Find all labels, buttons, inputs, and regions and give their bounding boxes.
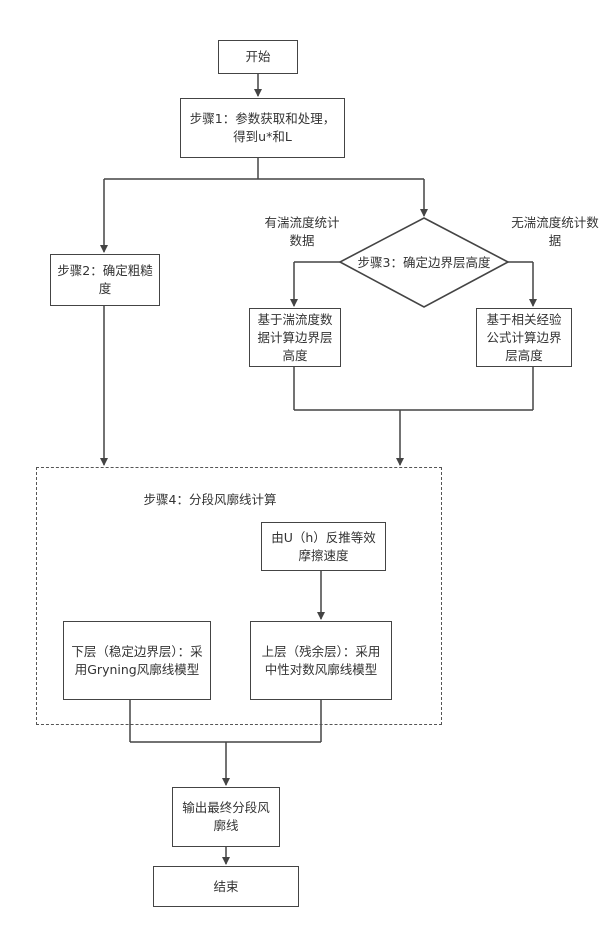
step1-node: 步骤1：参数获取和处理，得到u*和L bbox=[180, 98, 345, 158]
edge-label-yes: 有湍流度统计数据 bbox=[262, 214, 342, 250]
upper-layer-node: 上层（残余层）：采用中性对数风廓线模型 bbox=[250, 621, 392, 700]
step4-title: 步骤4：分段风廓线计算 bbox=[110, 491, 310, 509]
start-node: 开始 bbox=[218, 40, 298, 74]
edge-label-no: 无湍流度统计数据 bbox=[510, 214, 600, 250]
inversion-node: 由U（h）反推等效摩擦速度 bbox=[261, 522, 386, 571]
output-node: 输出最终分段风廓线 bbox=[172, 787, 280, 847]
step3-label: 步骤3：确定边界层高度 bbox=[342, 254, 506, 272]
end-node: 结束 bbox=[153, 866, 299, 907]
step2-node: 步骤2：确定粗糙度 bbox=[50, 254, 160, 306]
branch-left-node: 基于湍流度数据计算边界层高度 bbox=[249, 308, 341, 367]
lower-layer-node: 下层（稳定边界层）：采用Gryning风廓线模型 bbox=[63, 621, 211, 700]
branch-right-node: 基于相关经验公式计算边界层高度 bbox=[476, 308, 572, 367]
